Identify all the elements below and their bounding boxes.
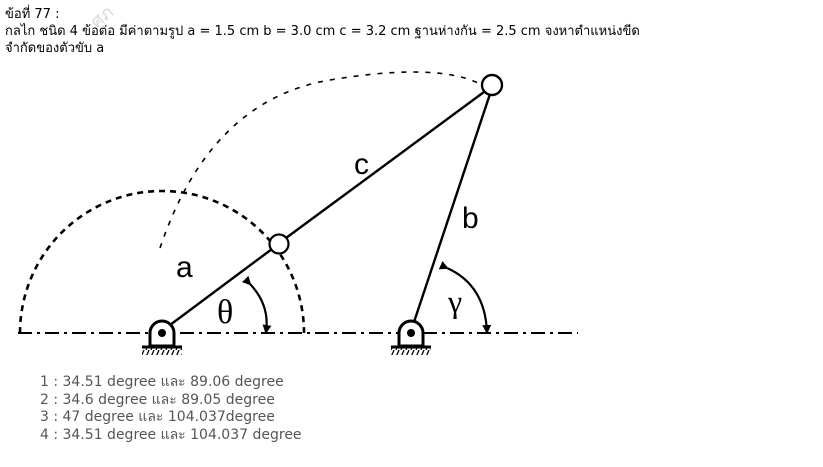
label-a: a <box>176 251 193 284</box>
link-c <box>285 91 485 239</box>
extended-swing-arc <box>159 71 491 249</box>
choice-3[interactable]: 3 : 47 degree และ 104.037degree <box>40 409 275 425</box>
gamma-angle-arrow <box>438 261 492 334</box>
question-text-line-2: จำกัดของตัวขับ a <box>5 41 105 56</box>
label-b: b <box>462 202 479 235</box>
question-text-line-1: กลไก ชนิด 4 ข้อต่อ มีค่าตามรูป a = 1.5 c… <box>5 24 640 39</box>
link-a <box>161 248 273 332</box>
joint-cb <box>480 73 504 97</box>
joint-ac <box>268 233 290 255</box>
label-gamma: γ <box>447 283 462 319</box>
link-b <box>409 93 492 332</box>
driver-a-swing-arc <box>18 189 306 334</box>
left-ground-pivot <box>142 319 182 355</box>
choice-4[interactable]: 4 : 34.51 degree และ 104.037 degree <box>40 426 302 443</box>
label-c: c <box>354 148 369 181</box>
label-theta: θ <box>217 294 233 331</box>
choice-2[interactable]: 2 : 34.6 degree และ 89.05 degree <box>40 391 275 408</box>
answer-choices: 1 : 34.51 degree และ 89.06 degree 2 : 34… <box>40 374 302 444</box>
theta-angle-arrow <box>241 275 272 334</box>
right-ground-pivot <box>391 319 431 355</box>
question-block: ข้อที่ 77 : กลไก ชนิด 4 ข้อต่อ มีค่าตามร… <box>5 6 820 57</box>
choice-1[interactable]: 1 : 34.51 degree และ 89.06 degree <box>40 374 284 390</box>
question-number: ข้อที่ 77 : <box>5 7 60 22</box>
